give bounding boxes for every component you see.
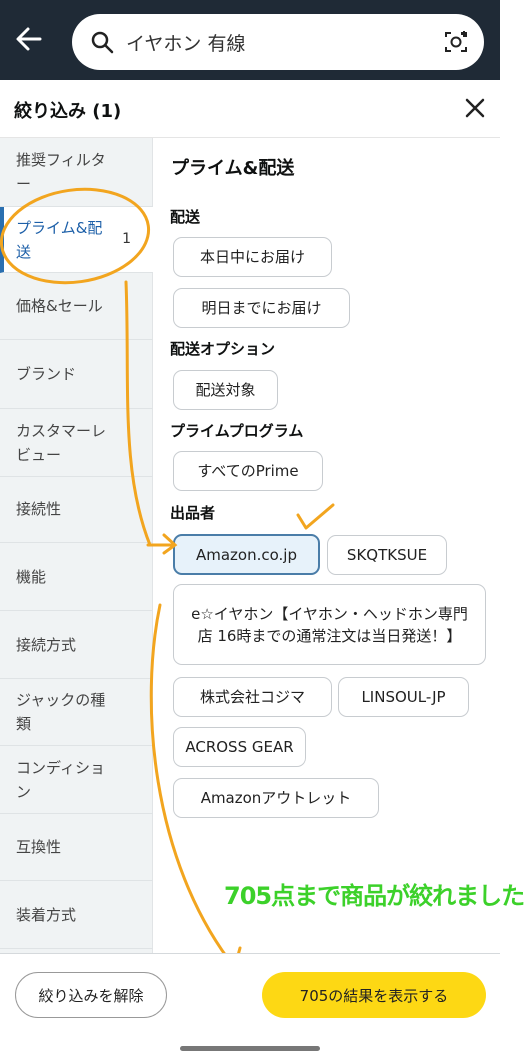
sidebar-item-connectivity[interactable]: 接続性 <box>0 477 153 543</box>
sidebar-item-connection-type[interactable]: 接続方式 <box>0 611 153 679</box>
sidebar-item-customer-review[interactable]: カスタマーレビュー <box>0 409 153 477</box>
filter-category-sidebar: 推奨フィルター プライム&配送 1 価格&セール ブランド カスタマーレビュー … <box>0 138 153 953</box>
chip-kojima[interactable]: 株式会社コジマ <box>173 677 332 717</box>
chip-e-earphone[interactable]: e☆イヤホン【イヤホン・ヘッドホン専門店 16時までの通常注文は当日発送！】 <box>173 584 486 665</box>
search-input[interactable]: イヤホン 有線 <box>72 14 484 70</box>
annotation-text: 705点まで商品が絞れました <box>224 882 524 910</box>
section-title: プライム&配送 <box>171 158 295 179</box>
search-icon <box>91 31 114 54</box>
chip-amazon-jp[interactable]: Amazon.co.jp <box>173 534 320 575</box>
sidebar-item-condition[interactable]: コンディション <box>0 746 153 814</box>
group-label-delivery: 配送 <box>170 208 201 226</box>
camera-search-icon[interactable] <box>442 28 470 56</box>
sidebar-item-prime-delivery[interactable]: プライム&配送 1 <box>0 207 153 273</box>
sidebar-item-compatibility[interactable]: 互換性 <box>0 814 153 881</box>
filter-title: 絞り込み (1) <box>14 101 122 122</box>
sidebar-item-jack-type[interactable]: ジャックの種類 <box>0 679 153 746</box>
top-bar: イヤホン 有線 <box>0 0 500 80</box>
chip-linsoul[interactable]: LINSOUL-JP <box>338 677 469 717</box>
group-label-prime: プライムプログラム <box>170 422 304 440</box>
group-label-seller: 出品者 <box>170 504 216 522</box>
sidebar-item-brand[interactable]: ブランド <box>0 340 153 409</box>
sidebar-item-count: 1 <box>122 231 131 247</box>
search-query: イヤホン 有線 <box>126 33 246 55</box>
chip-across-gear[interactable]: ACROSS GEAR <box>173 727 306 767</box>
sidebar-item-recommended[interactable]: 推奨フィルター <box>0 138 153 207</box>
sidebar-item-wearing-style[interactable]: 装着方式 <box>0 881 153 949</box>
chip-amazon-outlet[interactable]: Amazonアウトレット <box>173 778 379 818</box>
clear-filters-button[interactable]: 絞り込みを解除 <box>15 972 167 1018</box>
chip-next-day[interactable]: 明日までにお届け <box>173 288 350 328</box>
filter-footer: 絞り込みを解除 705の結果を表示する <box>0 953 500 1035</box>
chip-all-prime[interactable]: すべてのPrime <box>173 451 323 491</box>
chip-same-day[interactable]: 本日中にお届け <box>173 237 332 277</box>
filter-header: 絞り込み (1) <box>0 80 500 138</box>
chip-skqtksue[interactable]: SKQTKSUE <box>327 535 447 575</box>
group-label-delivery-options: 配送オプション <box>170 340 276 358</box>
sidebar-item-features[interactable]: 機能 <box>0 543 153 611</box>
show-results-button[interactable]: 705の結果を表示する <box>262 972 486 1018</box>
sidebar-item-price-sale[interactable]: 価格&セール <box>0 273 153 340</box>
back-arrow-icon[interactable] <box>12 22 46 56</box>
chip-eligible[interactable]: 配送対象 <box>173 370 278 410</box>
close-icon[interactable] <box>462 95 488 121</box>
filter-options-panel: プライム&配送 配送 本日中にお届け 明日までにお届け 配送オプション 配送対象… <box>153 138 500 953</box>
home-indicator <box>180 1046 320 1051</box>
